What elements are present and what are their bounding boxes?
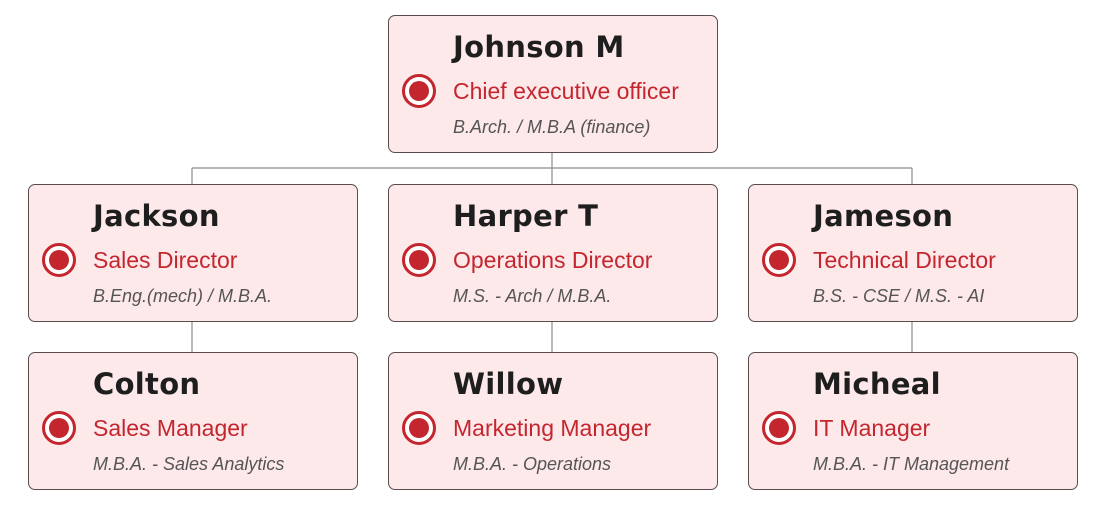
node-education: M.B.A. - Sales Analytics [93,454,285,474]
node-name: Willow [453,367,564,401]
org-node-ceo[interactable]: Johnson M Chief executive officer B.Arch… [388,15,718,153]
node-role: Sales Manager [93,415,248,441]
node-education: B.S. - CSE / M.S. - AI [813,286,985,306]
org-node-sales-manager[interactable]: Colton Sales Manager M.B.A. - Sales Anal… [28,352,358,490]
target-icon [402,74,436,108]
node-name: Harper T [453,199,599,233]
node-education: B.Eng.(mech) / M.B.A. [93,286,273,306]
node-role: Technical Director [813,247,996,273]
org-node-it-manager[interactable]: Micheal IT Manager M.B.A. - IT Managemen… [748,352,1078,490]
node-name: Jameson [813,199,954,233]
node-role: Chief executive officer [453,78,679,104]
node-role: Sales Director [93,247,238,273]
node-role: Marketing Manager [453,415,652,441]
target-icon [402,243,436,277]
node-role: Operations Director [453,247,653,273]
node-education: M.B.A. - IT Management [813,454,1010,474]
node-education: M.S. - Arch / M.B.A. [453,286,612,306]
target-icon [402,411,436,445]
node-name: Micheal [813,367,941,401]
target-icon [762,411,796,445]
node-name: Jackson [93,199,220,233]
node-education: M.B.A. - Operations [453,454,612,474]
org-node-marketing-manager[interactable]: Willow Marketing Manager M.B.A. - Operat… [388,352,718,490]
target-icon [42,243,76,277]
node-name: Colton [93,367,201,401]
node-education: B.Arch. / M.B.A (finance) [453,117,651,137]
target-icon [762,243,796,277]
org-node-operations-director[interactable]: Harper T Operations Director M.S. - Arch… [388,184,718,322]
target-icon [42,411,76,445]
org-node-technical-director[interactable]: Jameson Technical Director B.S. - CSE / … [748,184,1078,322]
node-role: IT Manager [813,415,931,441]
org-node-sales-director[interactable]: Jackson Sales Director B.Eng.(mech) / M.… [28,184,358,322]
node-name: Johnson M [453,30,625,64]
